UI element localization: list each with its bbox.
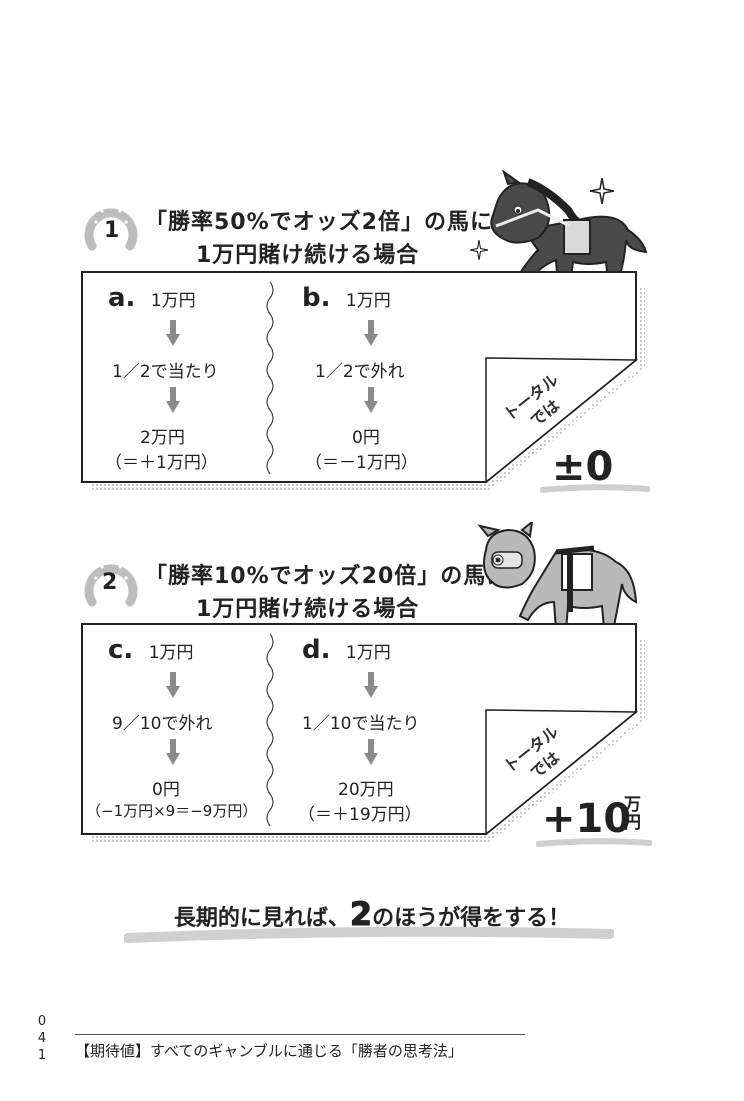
option-middle: 1／10で当たり <box>302 714 420 734</box>
option-letter: b. <box>302 283 331 313</box>
option-letter: a. <box>108 283 136 313</box>
sparkle-icon <box>470 240 488 260</box>
option-note: （＝＋1万円） <box>105 453 218 473</box>
badge-number: 1 <box>104 218 120 243</box>
section-title-line2: 1万円賭け続ける場合 <box>196 243 420 268</box>
option-middle: 1／2で当たり <box>112 362 219 382</box>
page-number: 0 4 1 <box>37 1014 47 1063</box>
badge-number: 2 <box>102 570 118 595</box>
down-arrow-icon <box>364 387 378 413</box>
brush-underline <box>536 838 652 847</box>
option-note: （−1万円×9＝−9万円） <box>86 802 258 820</box>
down-arrow-icon <box>166 320 180 346</box>
option-note: （＝＋19万円） <box>298 805 422 825</box>
option-start: 1万円 <box>345 291 391 311</box>
option-end: 2万円 <box>140 428 185 448</box>
brush-underline <box>540 484 650 493</box>
result-unit-bottom: 円 <box>624 813 641 833</box>
option-middle: 9／10で外れ <box>112 714 213 734</box>
option-start: 1万円 <box>150 291 196 311</box>
option-note: （＝－1万円） <box>305 453 418 473</box>
down-arrow-icon <box>364 739 378 765</box>
option-letter: d. <box>302 635 331 665</box>
option-end: 20万円 <box>338 780 394 800</box>
light-horse-illustration <box>477 522 638 631</box>
conclusion-before: 長期的に見れば、 <box>173 906 350 931</box>
brush-underline <box>124 926 614 943</box>
down-arrow-icon <box>364 672 378 698</box>
down-arrow-icon <box>364 320 378 346</box>
down-arrow-icon <box>166 387 180 413</box>
dark-horse-illustration <box>490 170 648 288</box>
comparison-panel <box>81 623 645 842</box>
comparison-panel <box>81 271 645 490</box>
total-result: ±0 <box>552 444 614 490</box>
footer-divider <box>75 1034 525 1035</box>
option-middle: 1／2で外れ <box>315 362 405 382</box>
horseshoe-badge-icon <box>84 208 138 251</box>
footer-running-title: 【期待値】すべてのギャンブルに通じる「勝者の思考法」 <box>75 1042 463 1060</box>
sparkle-icon <box>590 178 614 204</box>
section-title-line2: 1万円賭け続ける場合 <box>196 597 420 622</box>
option-letter: c. <box>108 635 134 665</box>
total-result: +10 <box>542 796 632 842</box>
conclusion-text: 長期的に見れば、2のほうが得をする！ <box>0 895 744 934</box>
down-arrow-icon <box>166 739 180 765</box>
result-unit-top: 万 <box>624 795 641 815</box>
conclusion-highlight: 2 <box>349 895 373 934</box>
option-end: 0円 <box>352 428 380 448</box>
horseshoe-badge-icon <box>84 564 138 607</box>
option-end: 0円 <box>152 780 180 800</box>
down-arrow-icon <box>166 672 180 698</box>
option-start: 1万円 <box>148 643 194 663</box>
section-title-line1: 「勝率50%でオッズ2倍」の馬に <box>145 210 493 235</box>
section-title-line1: 「勝率10%でオッズ20倍」の馬に <box>145 564 510 589</box>
option-start: 1万円 <box>345 643 391 663</box>
